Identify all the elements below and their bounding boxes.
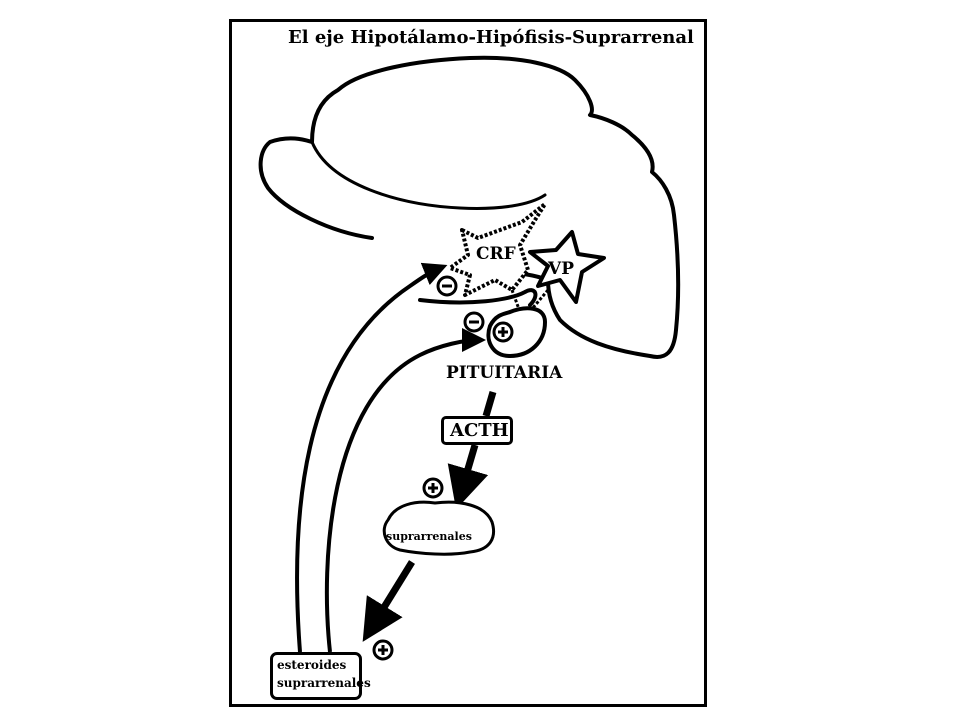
adrenals-to-steroids-arrow [362, 560, 415, 642]
stimulate-sign-pituitary [492, 321, 514, 343]
steroids-label: esteroides suprarrenales [277, 656, 371, 692]
vp-axon [524, 289, 550, 317]
steroids-label-line2: suprarrenales [277, 676, 371, 690]
feedback-to-hypothalamus [295, 262, 448, 653]
vp-label: VP [548, 259, 574, 279]
pituitary-to-acth-line [482, 391, 497, 417]
acth-label: ACTH [450, 420, 509, 441]
brain-inner-line [310, 140, 547, 210]
inhibit-sign-hypothalamus [436, 275, 458, 297]
hypothalamus-contour [418, 288, 538, 307]
steroids-label-line1: esteroides [277, 658, 347, 672]
diagram-title: El eje Hipotálamo-Hipófisis-Suprarrenal [288, 27, 694, 48]
adrenal-gland [382, 500, 495, 556]
crf-label: CRF [476, 244, 516, 264]
crf-axon [510, 289, 522, 313]
crf-neuron [448, 202, 547, 297]
brain-outline [258, 55, 681, 359]
diagram-frame [229, 19, 707, 707]
pituitary-label: PITUITARIA [446, 363, 563, 383]
adrenals-label: suprarrenales [386, 530, 472, 543]
acth-to-adrenals-arrow [447, 444, 489, 510]
stimulate-sign-steroids [372, 639, 394, 661]
vp-neuron [528, 230, 606, 304]
pituitary-gland [486, 306, 548, 359]
inhibit-sign-pituitary [463, 311, 485, 333]
feedback-to-pituitary [324, 328, 486, 653]
stimulate-sign-adrenals [422, 477, 444, 499]
steroids-box [270, 652, 362, 700]
acth-box [441, 416, 513, 445]
